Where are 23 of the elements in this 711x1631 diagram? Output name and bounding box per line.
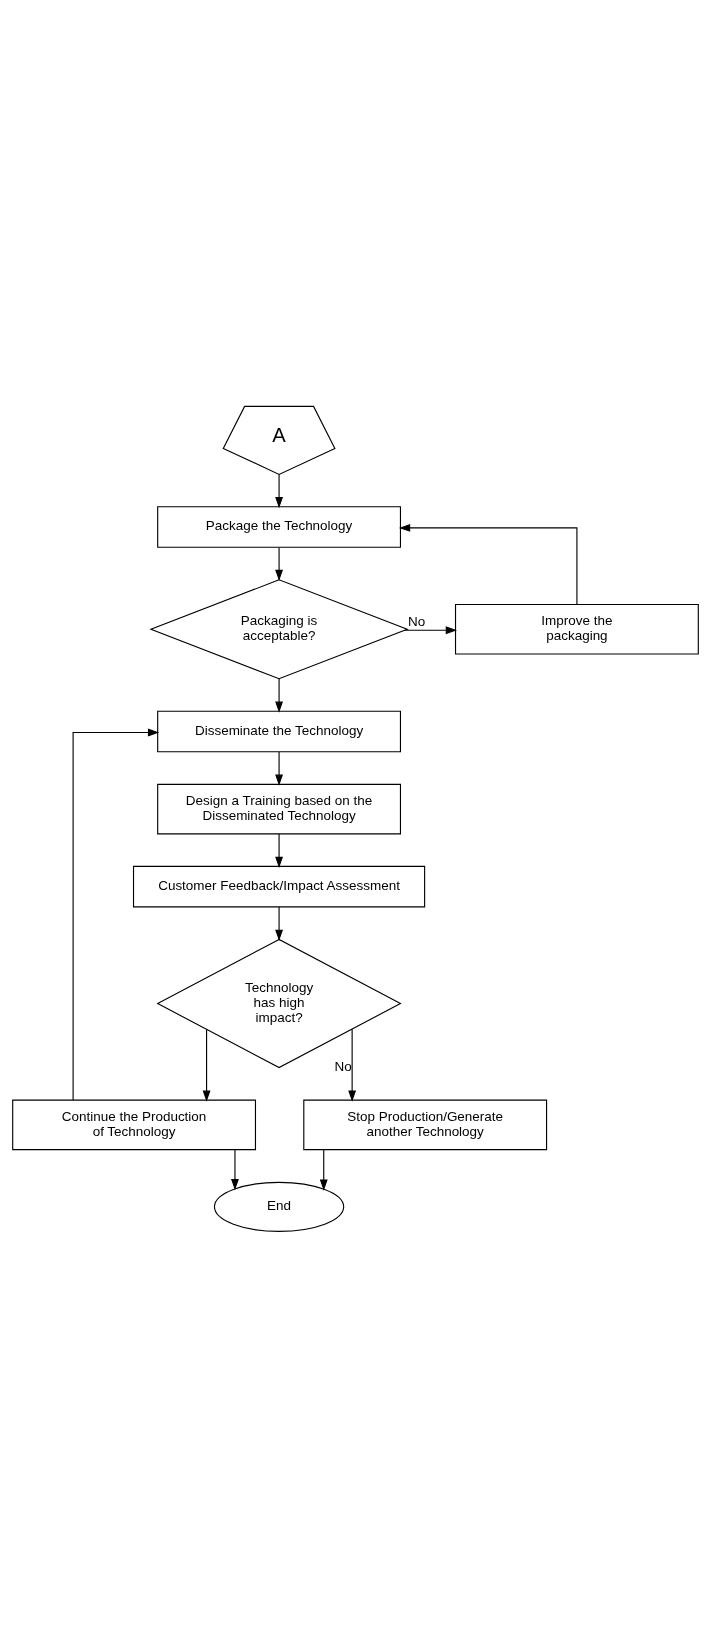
edge-label: No: [408, 614, 426, 630]
node-box: Improve the packaging: [454, 603, 699, 655]
edge-label: No: [334, 1058, 352, 1074]
node-box: Disseminate the Technology: [157, 710, 401, 753]
node-box: Stop Production/Generate another Technology: [303, 1099, 548, 1151]
arrow: [275, 474, 283, 509]
arrow: [275, 833, 283, 869]
arrow: [398, 524, 578, 605]
arrow: [231, 1149, 239, 1191]
arrow: [319, 1149, 328, 1191]
arrow: [275, 547, 283, 582]
node-box: Design a Training based on the Disseminated Technology: [157, 783, 401, 835]
node-diamond: Packaging is acceptable?: [149, 579, 409, 680]
node-box: Continue the Production of Technology: [12, 1099, 257, 1151]
arrow: [348, 1028, 357, 1102]
arrow: [202, 1029, 211, 1102]
arrow: [72, 728, 160, 1101]
node-box: Customer Feedback/Impact Assessment: [132, 865, 426, 908]
node-box: Package the Technology: [157, 506, 401, 548]
arrow: [275, 751, 283, 786]
arrow: [404, 626, 457, 635]
arrow: [275, 678, 283, 713]
arrow: [275, 906, 283, 941]
